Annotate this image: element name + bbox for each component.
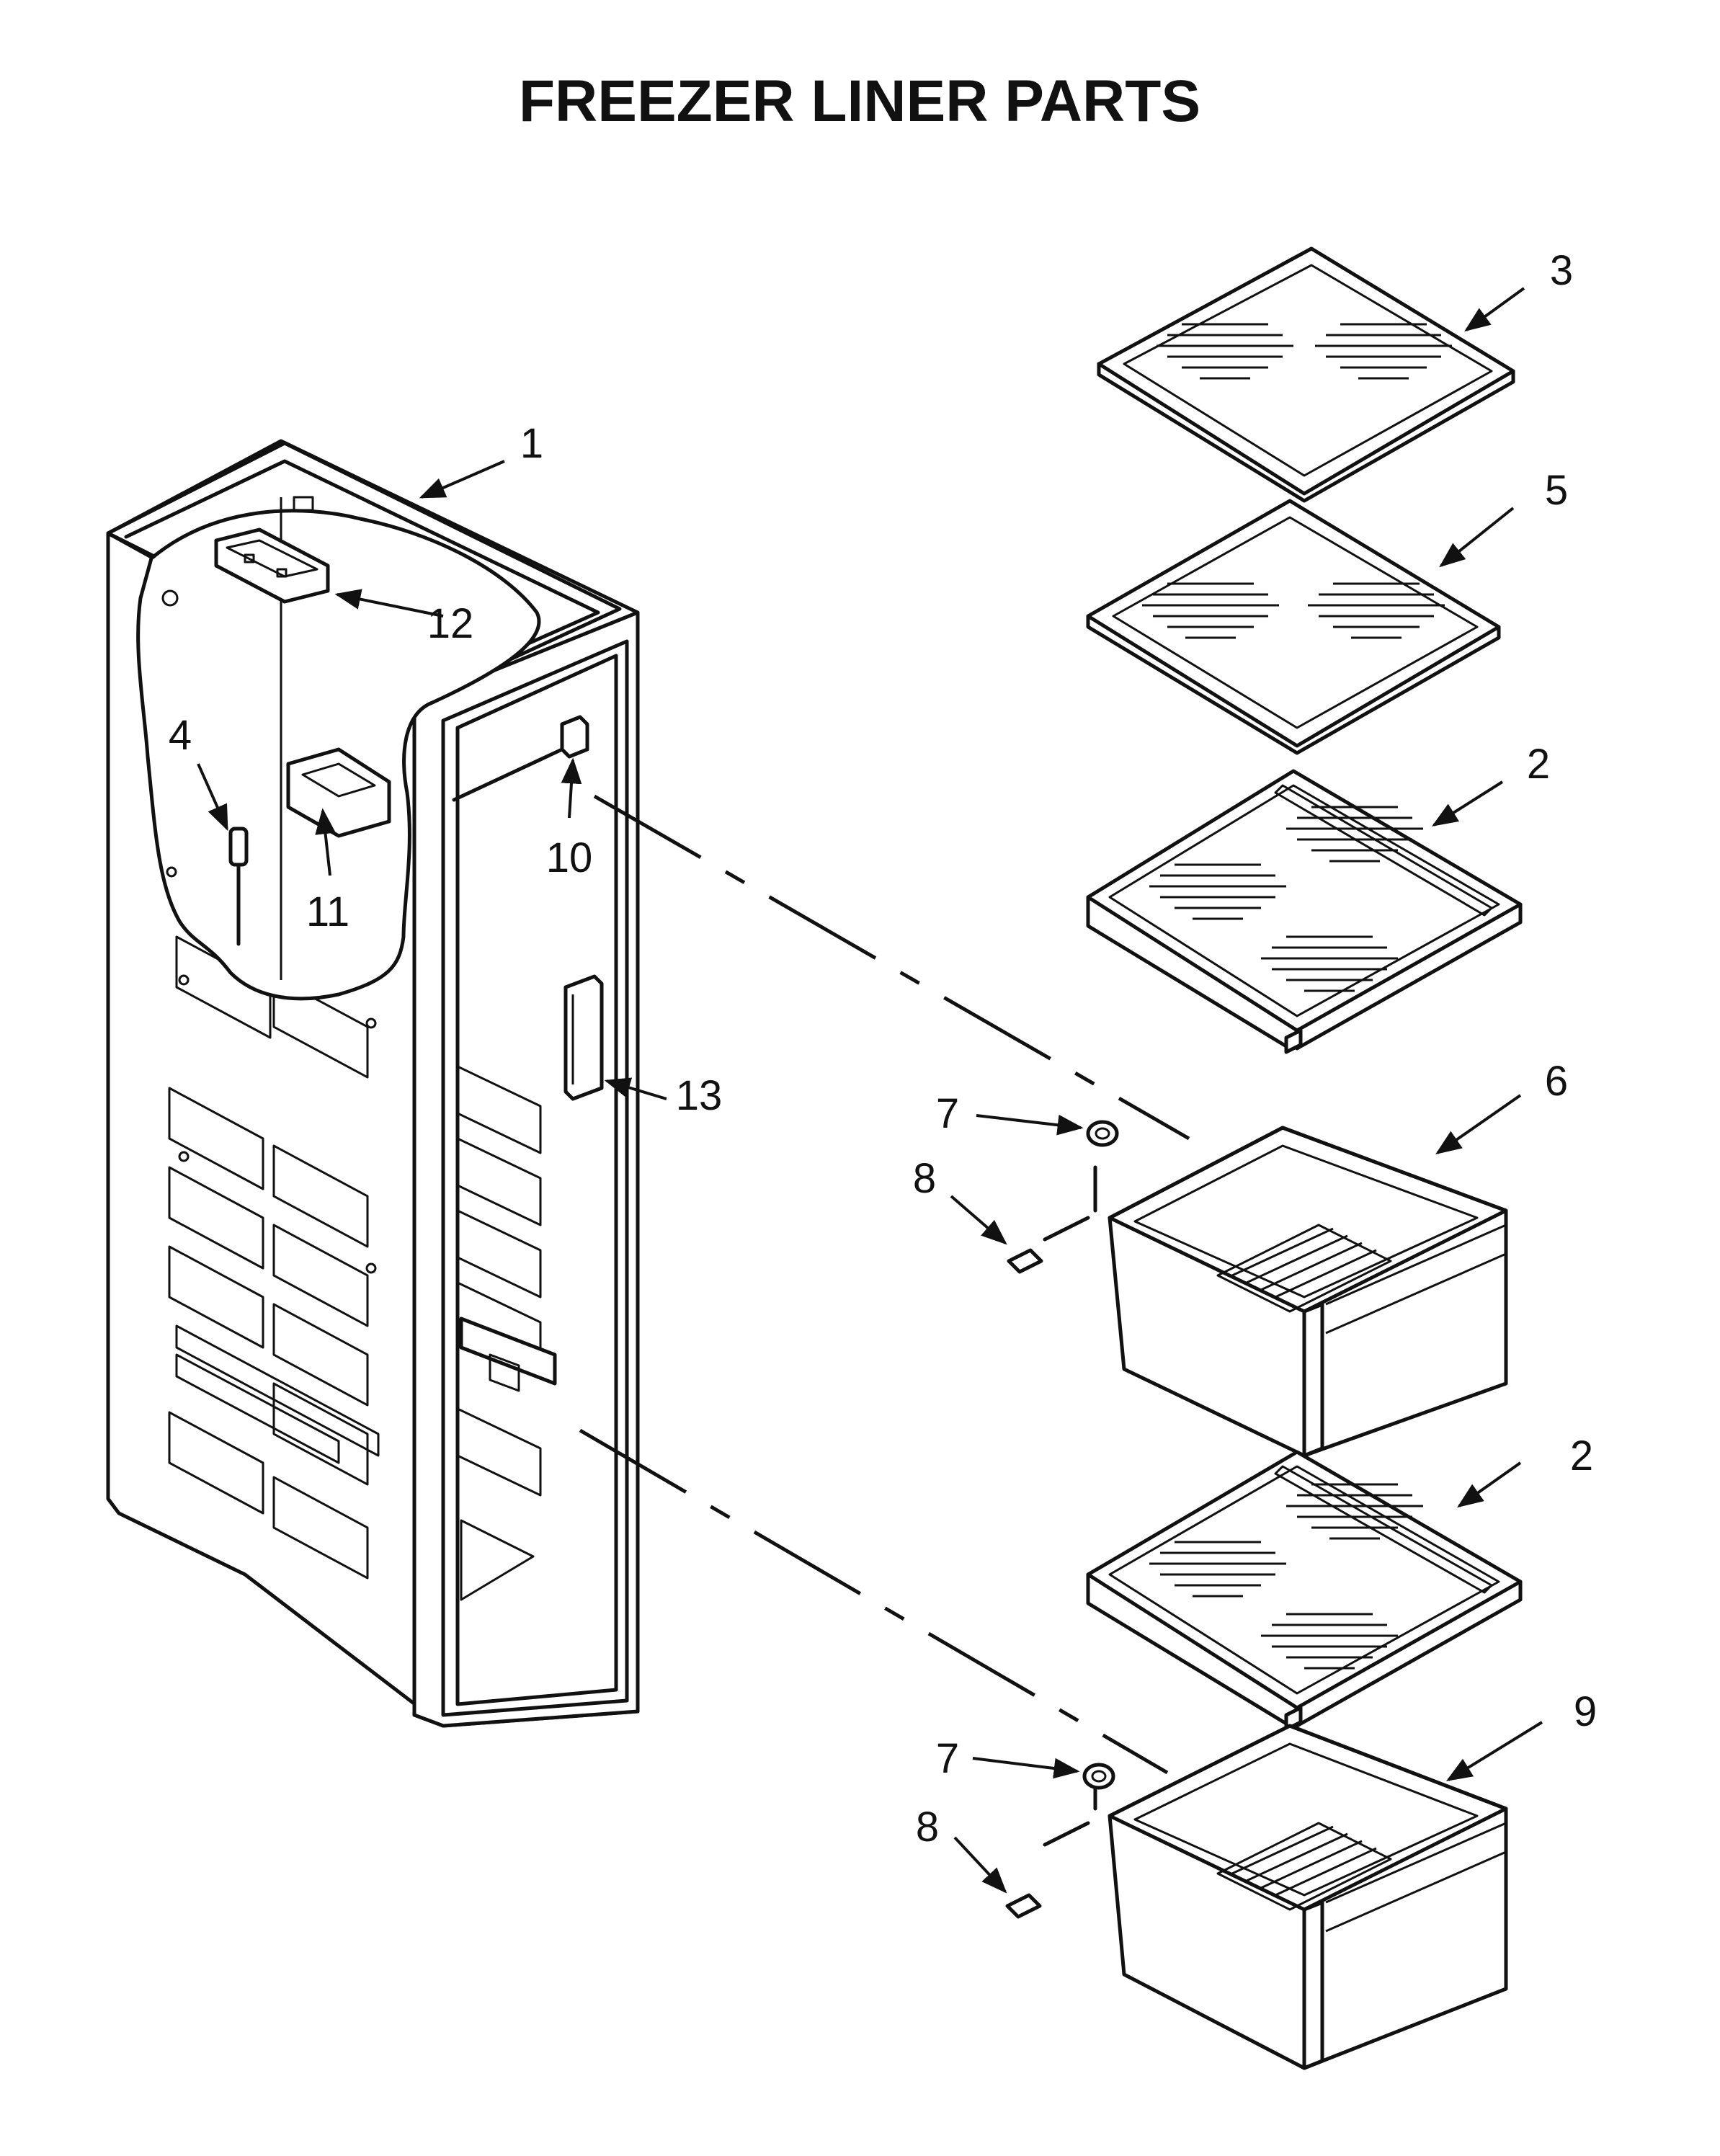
glass-shelf-top xyxy=(1097,246,1515,503)
leader-arrows xyxy=(197,287,1543,1894)
callout-12: 12 xyxy=(427,600,474,647)
callout-7-lower: 7 xyxy=(936,1735,959,1782)
callout-6: 6 xyxy=(1545,1058,1568,1105)
callout-5: 5 xyxy=(1545,467,1568,514)
glass-shelf-second xyxy=(1086,499,1501,755)
thermistor xyxy=(228,827,249,946)
callout-9: 9 xyxy=(1574,1688,1597,1735)
callout-2-upper: 2 xyxy=(1527,741,1550,788)
freezer-drawer-lower xyxy=(1108,1724,1508,2070)
callout-2-lower: 2 xyxy=(1570,1433,1593,1479)
light-housing xyxy=(286,747,391,838)
drawer-roller-lower xyxy=(1082,1763,1115,1790)
framed-shelf-upper xyxy=(1086,769,1523,1054)
freezer-drawer-upper xyxy=(1108,1126,1508,1458)
framed-shelf-lower xyxy=(1086,1450,1523,1732)
alignment-line-upper xyxy=(593,794,1190,1141)
drawer-roller-upper xyxy=(1086,1120,1119,1147)
page-title: FREEZER LINER PARTS xyxy=(519,68,1200,134)
callout-labels: 1 2 2 3 4 5 6 7 7 8 8 9 10 11 12 13 xyxy=(169,247,1597,1850)
control-board xyxy=(214,527,330,604)
callout-3: 3 xyxy=(1550,247,1573,294)
callout-11: 11 xyxy=(306,888,349,935)
drawer-pin-lower xyxy=(1005,1893,1042,1919)
drawer-pin-upper xyxy=(1007,1248,1043,1274)
callout-13: 13 xyxy=(676,1072,723,1119)
alignment-line-lower xyxy=(579,1428,1169,1775)
callout-8-upper: 8 xyxy=(913,1155,936,1202)
callout-1: 1 xyxy=(520,420,543,467)
door-switch xyxy=(560,715,589,759)
liner-interior-panels xyxy=(456,1065,557,1601)
callout-8-lower: 8 xyxy=(916,1804,939,1850)
callout-10: 10 xyxy=(546,834,593,881)
vent-cover xyxy=(563,974,604,1101)
freezer-liner xyxy=(106,439,640,1728)
callout-4: 4 xyxy=(169,712,192,759)
callout-7-upper: 7 xyxy=(936,1090,959,1137)
